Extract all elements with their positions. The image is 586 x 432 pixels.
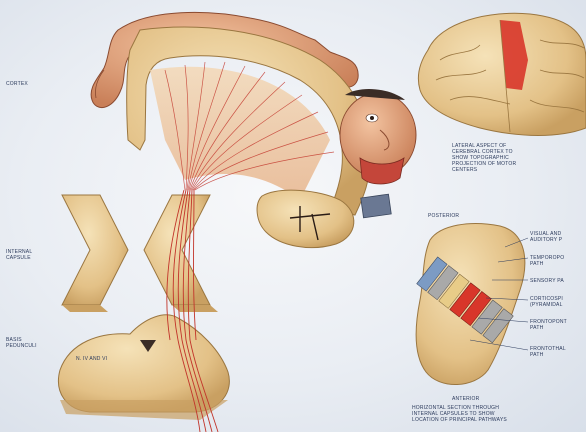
lateral-aspect-caption: LATERAL ASPECT OF CEREBRAL CORTEX TO SHO… <box>452 143 516 173</box>
lateral-brain-view <box>418 13 586 135</box>
cortex-label: CORTEX <box>6 81 28 87</box>
horizontal-section-view <box>416 224 528 385</box>
path-frontothalamic-label: FRONTOTHAL PATH <box>530 346 566 358</box>
anterior-label: ANTERIOR <box>452 396 479 402</box>
internal-capsule-label: INTERNAL CAPSULE <box>6 249 32 261</box>
path-corticospinal-label: CORTICOSPI (PYRAMIDAL <box>530 296 563 308</box>
basis-pedunculi-label: BASIS PEDUNCULI <box>6 337 37 349</box>
path-temporopontine-label: TEMPOROPO PATH <box>530 255 564 267</box>
path-frontopontine-label: FRONTOPONT PATH <box>530 319 567 331</box>
path-visual-auditory-label: VISUAL AND AUDITORY P <box>530 231 562 243</box>
path-sensory-label: SENSORY PA <box>530 278 564 284</box>
horizontal-section-caption: HORIZONTAL SECTION THROUGH INTERNAL CAPS… <box>412 405 507 423</box>
nerves-label: N. IV AND VI <box>76 356 107 362</box>
posterior-label: POSTERIOR <box>428 213 459 219</box>
internal-capsule <box>62 195 218 312</box>
